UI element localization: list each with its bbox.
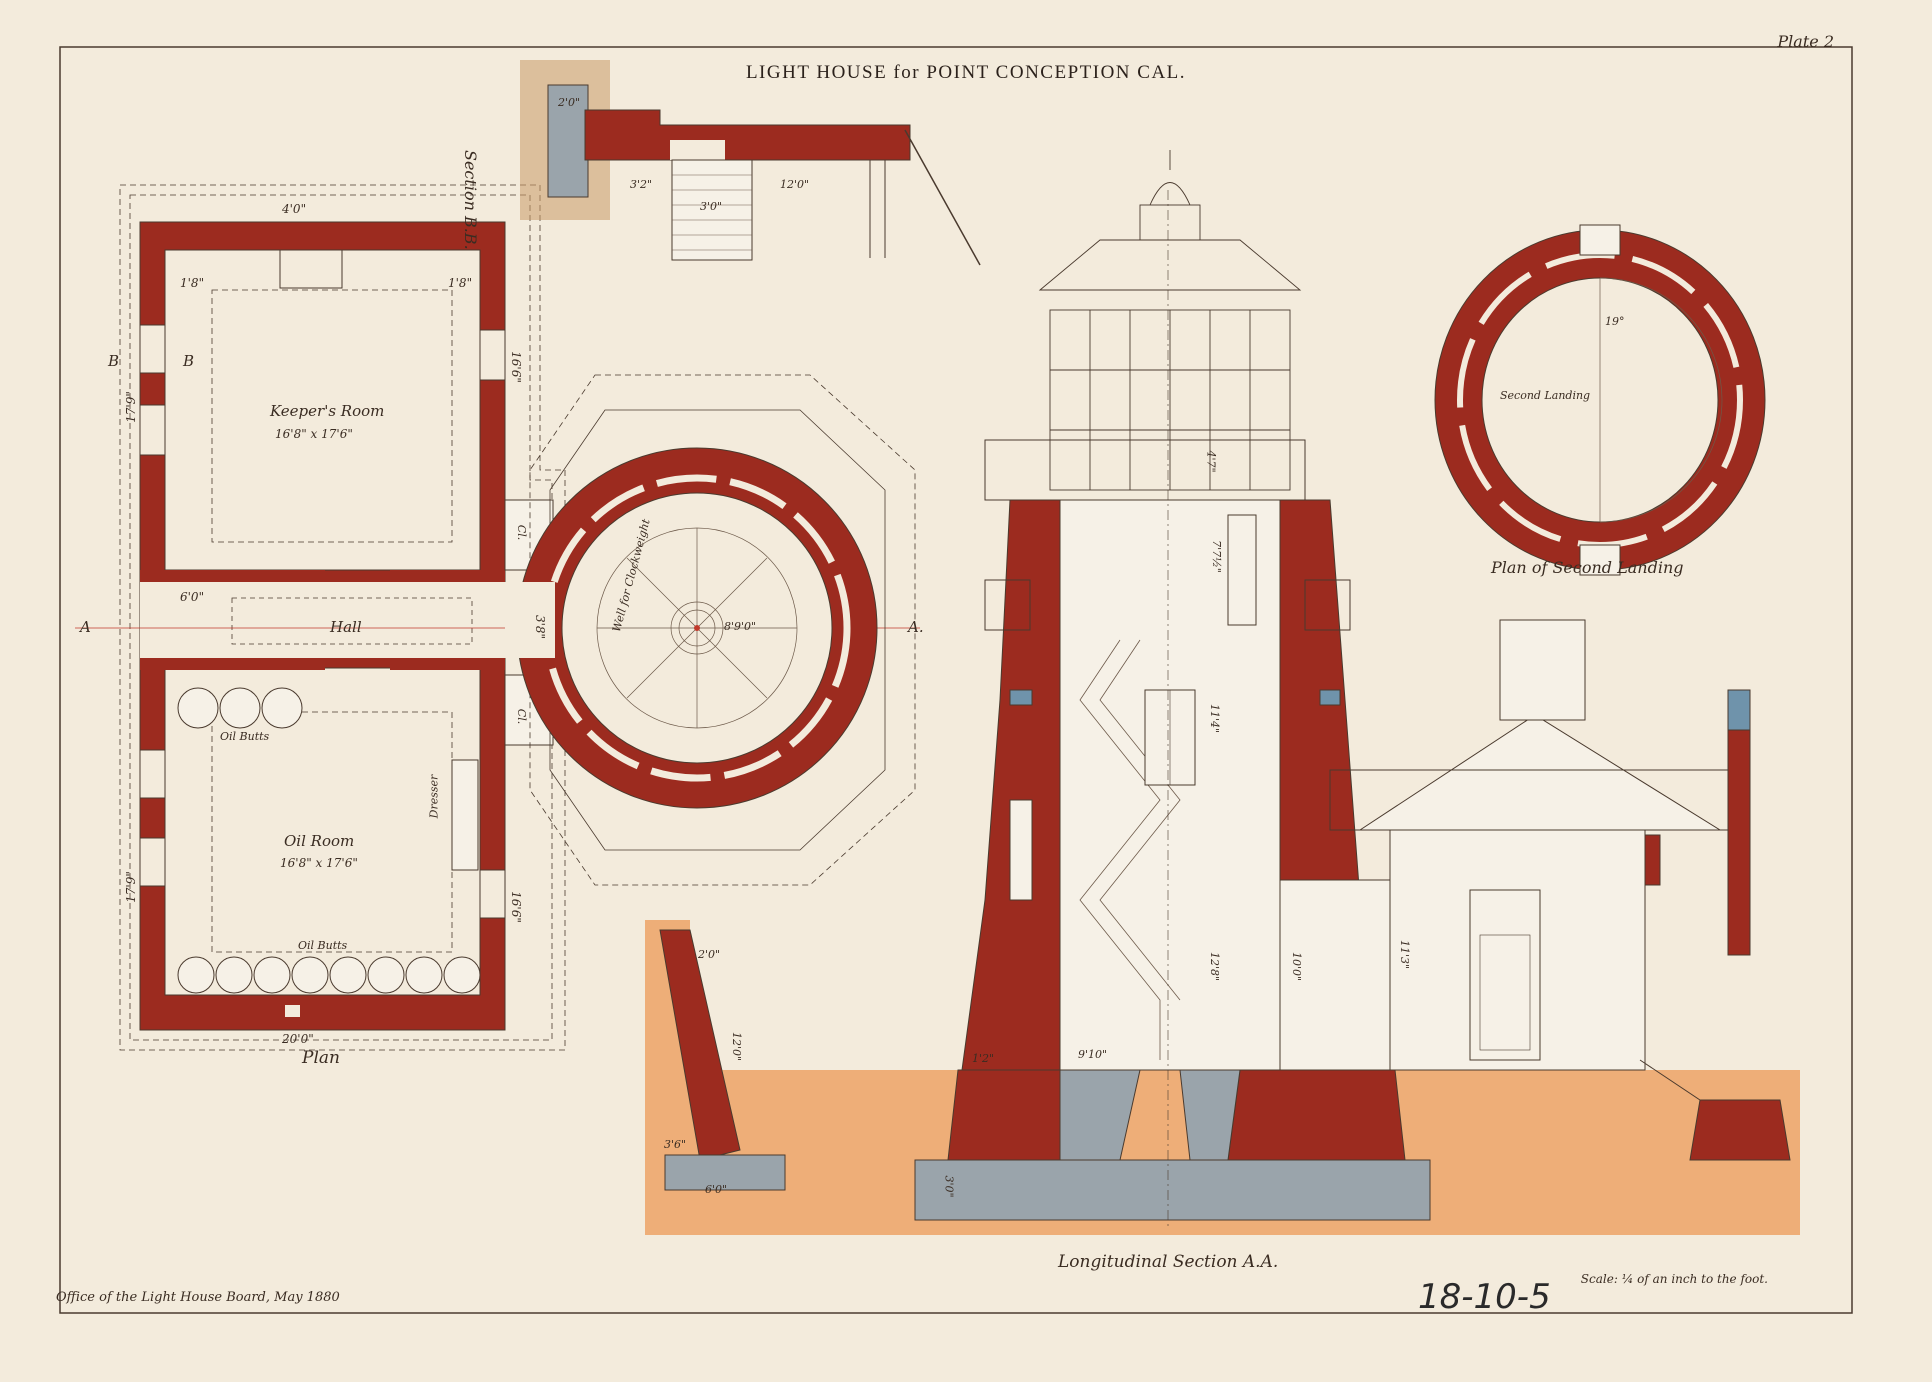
- label-second-landing: Second Landing: [1500, 389, 1591, 402]
- second-landing-stairs: [1599, 277, 1723, 523]
- drawing-title: LIGHT HOUSE for POINT CONCEPTION CAL.: [745, 62, 1187, 83]
- tower-footing: [914, 1159, 1431, 1221]
- keeper-door: [1469, 889, 1541, 1061]
- dim-plan-width-top: 4'0": [282, 202, 307, 216]
- dim-section-top-2-0: 2'0": [558, 96, 581, 109]
- dim-hall-width: 6'0": [180, 590, 205, 604]
- room-label-hall: Hall: [330, 618, 362, 636]
- longitudinal-section: [645, 150, 1800, 1235]
- dim-base-9-10: 9'10": [1078, 1048, 1108, 1061]
- plan-hall-wall-upper-a: [140, 570, 325, 582]
- label-closet-lower: Cl.: [515, 708, 529, 725]
- section-bb-stone: [547, 84, 589, 198]
- tower-foundation-right: [1227, 1069, 1406, 1161]
- keeper-building-roof: [1358, 714, 1722, 831]
- view-title-section-bb: Section B.B.: [461, 150, 480, 250]
- catalog-number: 18-10-5: [1418, 1277, 1551, 1317]
- dim-plan-width-bottom: 20'0": [282, 1032, 314, 1046]
- section-bb: [520, 60, 981, 266]
- tower-spiral-stairs: [1079, 639, 1161, 1060]
- view-title-longitudinal-section: Longitudinal Section A.A.: [1058, 1252, 1279, 1272]
- dim-retaining-3-6: 3'6": [664, 1138, 687, 1151]
- section-bb-wall: [584, 109, 911, 161]
- plan-hall-wall-lower-b: [390, 658, 505, 670]
- dim-building-height-2: 11'3": [1398, 939, 1412, 970]
- lantern: [1038, 150, 1302, 491]
- marker-a-left: A: [80, 618, 91, 636]
- dim-retaining-6: 6'0": [705, 1183, 728, 1196]
- plan-chimney: [279, 249, 343, 289]
- oil-butts-lower: [177, 956, 481, 994]
- room-label-oil-room: Oil Room: [284, 832, 355, 850]
- keeper-chimney: [1499, 619, 1586, 721]
- sheet-border: [59, 46, 1853, 1314]
- dim-hall-depth: 3'8": [533, 614, 548, 640]
- label-dresser: Dresser: [427, 774, 441, 819]
- dim-landing-angle: 19°: [1605, 315, 1625, 328]
- dresser: [451, 759, 479, 871]
- plan-hall-wall-lower-a: [140, 658, 325, 670]
- dim-plan-left-upper: 17'9": [123, 391, 138, 423]
- label-oil-butts-lower: Oil Butts: [298, 939, 348, 952]
- plan-hall-wall-upper-b: [390, 570, 505, 582]
- dim-section-top-12: 12'0": [780, 178, 810, 191]
- keeper-right-foundation: [1689, 1099, 1791, 1161]
- dim-plan-right-upper: 16'6": [508, 351, 523, 383]
- room-label-keepers-room: Keeper's Room: [270, 402, 385, 420]
- retaining-wall: [659, 929, 741, 1161]
- dim-base-3-0: 3'0": [942, 1175, 956, 1198]
- dim-lower-height: 12'8": [1208, 951, 1222, 982]
- oil-butts-upper: [177, 687, 303, 729]
- tower-passage: [505, 582, 555, 658]
- room-size-keepers-room: 16'8" x 17'6": [275, 427, 353, 441]
- dim-lantern-height: 4'7": [1204, 450, 1218, 473]
- dim-plan-left-lower: 17'9": [123, 871, 138, 903]
- tower-plan: [505, 374, 916, 886]
- marker-b-right: B: [183, 352, 195, 370]
- plate-label: Plate 2: [1777, 32, 1834, 51]
- room-size-oil-room: 16'8" x 17'6": [280, 856, 358, 870]
- gallery: [984, 439, 1306, 501]
- keeper-right-wall: [1727, 719, 1751, 956]
- dim-building-height: 10'0": [1290, 951, 1304, 982]
- dim-retaining-12: 12'0": [730, 1031, 744, 1062]
- dim-wall-left: 1'8": [180, 276, 205, 290]
- scale-note: Scale: ¼ of an inch to the foot.: [1580, 1272, 1768, 1286]
- dim-tower-radius: 8'9'0": [724, 620, 757, 633]
- tower-foundation-left: [947, 1069, 1061, 1161]
- office-note: Office of the Light House Board, May 188…: [56, 1290, 340, 1305]
- section-bb-stairs: [671, 159, 753, 261]
- label-oil-butts-upper: Oil Butts: [220, 730, 270, 743]
- dim-mid-height: 11'4": [1208, 703, 1222, 734]
- view-title-second-landing: Plan of Second Landing: [1491, 558, 1684, 577]
- view-title-plan: Plan: [302, 1048, 340, 1068]
- lower-gallery-left: [984, 579, 1031, 631]
- second-landing-plan: [1434, 224, 1766, 576]
- dim-retaining-2: 2'0": [698, 948, 721, 961]
- dim-section-top-3-0: 3'0": [700, 200, 723, 213]
- label-closet-upper: Cl.: [515, 524, 529, 541]
- dim-wall-right: 1'8": [448, 276, 473, 290]
- plan-hall-inner: [231, 597, 473, 645]
- dim-step: 1'2": [972, 1052, 995, 1065]
- tower-wall-left: [961, 499, 1061, 1071]
- marker-a-right: A.: [908, 618, 924, 636]
- keeper-building-wall: [1279, 879, 1391, 1071]
- dim-section-top-3-2: 3'2": [630, 178, 653, 191]
- dim-plan-right-lower: 16'6": [508, 891, 523, 923]
- dim-watch-height: 7'7½": [1209, 540, 1223, 573]
- plan-hall: [140, 582, 505, 658]
- lower-gallery-right: [1304, 579, 1351, 631]
- marker-b-left: B: [108, 352, 120, 370]
- retaining-footing: [664, 1154, 786, 1191]
- watch-room-door: [1227, 514, 1257, 626]
- floor-plan: [75, 184, 920, 1051]
